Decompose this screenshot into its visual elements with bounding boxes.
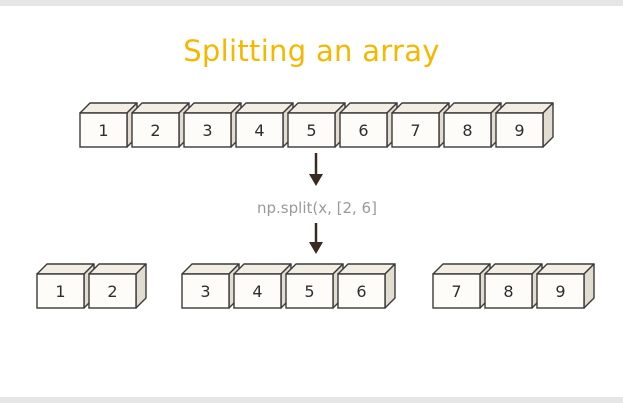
array-cell: 6 xyxy=(337,263,396,309)
array-cell-value: 7 xyxy=(451,282,461,301)
array-cell-value: 8 xyxy=(462,121,472,140)
arrow-down-icon xyxy=(309,153,323,186)
array-cell: 9 xyxy=(495,102,554,148)
array-cell-value: 9 xyxy=(514,121,524,140)
slide: Splitting an array np.split(x, [2, 6] xyxy=(0,6,623,397)
output-array-group: 3 4 5 6 xyxy=(181,263,396,309)
array-cell-value: 6 xyxy=(356,282,366,301)
array-cell-value: 2 xyxy=(150,121,160,140)
array-cell-value: 4 xyxy=(254,121,264,140)
input-array-row: 1 2 3 4 5 6 7 8 9 xyxy=(79,102,554,148)
array-cell-value: 3 xyxy=(200,282,210,301)
array-cell: 8 xyxy=(484,263,543,309)
array-cell-value: 2 xyxy=(107,282,117,301)
array-cell: 5 xyxy=(287,102,346,148)
array-cell-value: 9 xyxy=(555,282,565,301)
array-cell-value: 1 xyxy=(55,282,65,301)
array-cell-value: 8 xyxy=(503,282,513,301)
array-cell: 3 xyxy=(183,102,242,148)
array-cell-value: 4 xyxy=(252,282,262,301)
array-cell-value: 5 xyxy=(304,282,314,301)
array-cell: 9 xyxy=(536,263,595,309)
array-cell: 7 xyxy=(432,263,491,309)
array-cell: 3 xyxy=(181,263,240,309)
array-cell: 4 xyxy=(233,263,292,309)
array-cell-value: 1 xyxy=(98,121,108,140)
array-cell: 6 xyxy=(339,102,398,148)
slide-title: Splitting an array xyxy=(183,34,440,68)
array-cell-value: 6 xyxy=(358,121,368,140)
array-cell: 7 xyxy=(391,102,450,148)
array-cell: 1 xyxy=(79,102,138,148)
array-cell: 4 xyxy=(235,102,294,148)
array-cell: 1 xyxy=(36,263,95,309)
array-cell-value: 3 xyxy=(202,121,212,140)
array-cell: 2 xyxy=(131,102,190,148)
array-cell-value: 7 xyxy=(410,121,420,140)
array-cell: 5 xyxy=(285,263,344,309)
arrow-down-icon xyxy=(309,223,323,254)
array-cell: 8 xyxy=(443,102,502,148)
array-cell-value: 5 xyxy=(306,121,316,140)
array-cell: 2 xyxy=(88,263,147,309)
output-array-group: 7 8 9 xyxy=(432,263,595,309)
code-label: np.split(x, [2, 6] xyxy=(257,199,377,217)
